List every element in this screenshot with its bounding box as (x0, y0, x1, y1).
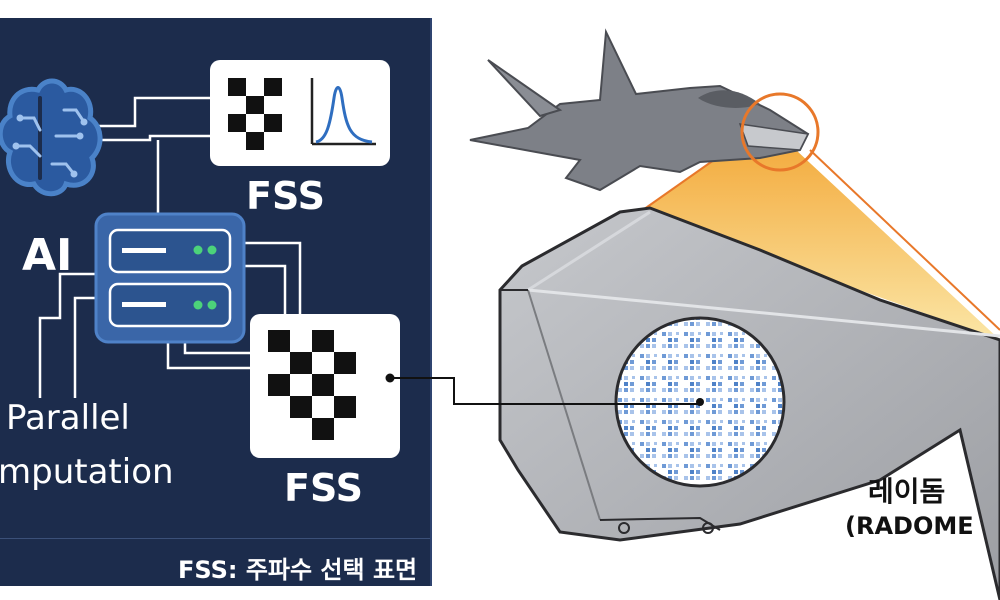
fss-zoom-circle (614, 316, 786, 488)
gaussian-peak-icon (310, 78, 376, 146)
fss-bottom-label: FSS (284, 466, 363, 510)
server-icon (94, 212, 246, 344)
fss-top-label: FSS (246, 174, 325, 218)
fss-tile-top (210, 60, 390, 166)
footer-divider (0, 538, 430, 539)
connector-lines (38, 96, 302, 398)
ai-label: AI (22, 230, 73, 281)
panel-graphics (0, 60, 400, 458)
parallel-label: Parallel (6, 398, 130, 438)
fss-definition-footer: FSS: 주파수 선택 표면 (178, 556, 418, 584)
checker-pattern-icon (228, 78, 282, 150)
pointer-line (385, 373, 700, 405)
fighter-jet-icon (469, 28, 810, 192)
highlight-circle (740, 92, 820, 172)
ai-fss-panel: AI FSS FSS Parallel mputation FSS: 주파수 선… (0, 18, 432, 586)
checker-pattern-icon (268, 330, 356, 440)
radome-english-label: (RADOME (845, 512, 974, 540)
radome-icon (498, 206, 1000, 600)
radome-korean-label: 레이돔 (868, 475, 946, 508)
brain-icon (0, 78, 103, 197)
fss-tile-bottom (250, 314, 400, 458)
projection-beam (640, 136, 1000, 340)
computation-label: mputation (0, 452, 174, 492)
